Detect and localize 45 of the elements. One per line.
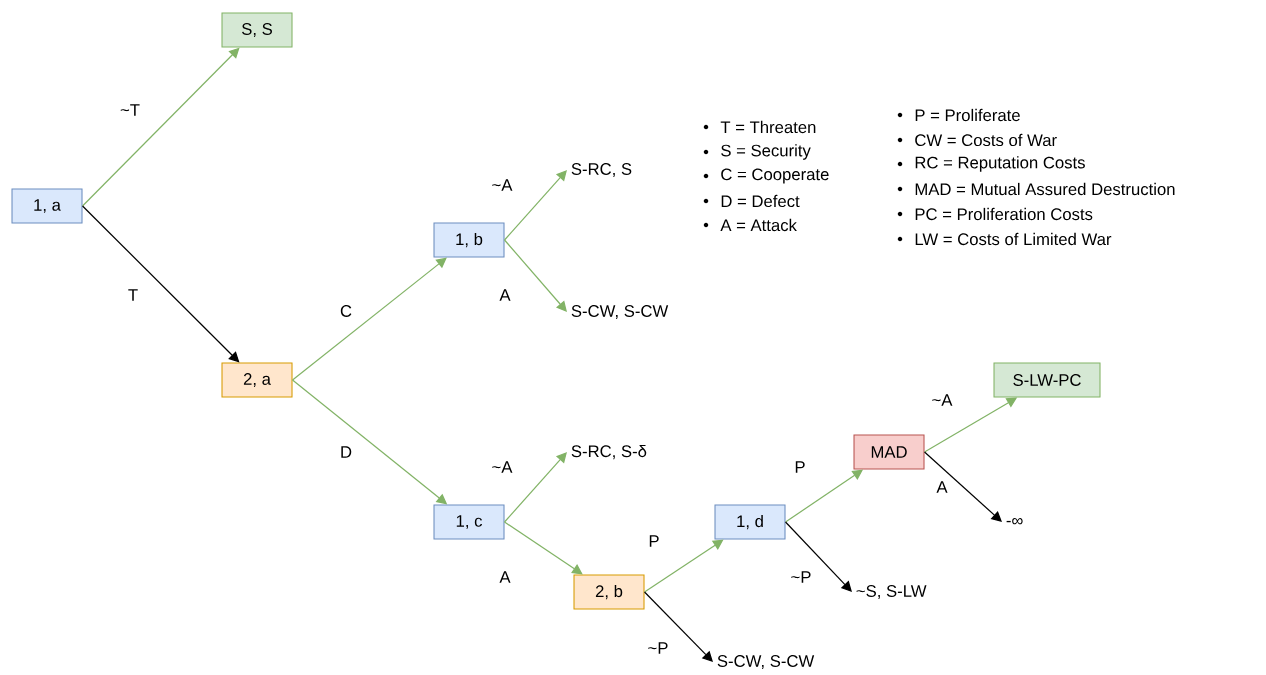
list-item: MAD = Mutual Assured Destruction: [897, 182, 1175, 196]
decision-box: MAD: [853, 434, 925, 470]
arrow: [923, 451, 1002, 522]
list-item: P = Proliferate: [897, 108, 1020, 122]
edge-label: ~P: [788, 569, 814, 585]
list-item: PC = Proliferation Costs: [897, 207, 1093, 221]
decision-box: 1, d: [714, 504, 786, 540]
arrow: [503, 452, 567, 523]
arrow: [503, 521, 583, 575]
payoff-text: S-RC, S: [571, 163, 632, 177]
list-item: T = Threaten: [703, 120, 816, 134]
list-item: CW = Costs of War: [897, 133, 1057, 147]
payoff-box: S-LW-PC: [993, 362, 1101, 398]
arrow: [291, 257, 447, 381]
edge-label: ~A: [489, 177, 515, 193]
edge-label: ~T: [118, 102, 142, 118]
edge-label: D: [338, 444, 354, 460]
payoff-text: S-CW, S-CW: [571, 305, 669, 319]
arrow: [784, 521, 852, 592]
decision-box: 1, b: [433, 222, 505, 258]
list-item: D = Defect: [703, 194, 800, 208]
arrow: [643, 539, 724, 593]
edge-label: C: [338, 303, 354, 319]
payoff-text: ~S, S-LW: [856, 585, 927, 599]
list-item: RC = Reputation Costs: [897, 156, 1085, 172]
edge-label: ~A: [929, 392, 955, 408]
arrow: [81, 205, 240, 363]
list-item: S = Security: [703, 144, 811, 160]
decision-box: 2, b: [573, 574, 645, 610]
decision-box: 1, a: [11, 188, 83, 224]
payoff-text: S-RC, S-δ: [571, 444, 647, 460]
decision-box: 1, c: [433, 504, 505, 540]
arrow: [503, 170, 567, 241]
decision-box: 2, a: [221, 362, 293, 398]
list-item: LW = Costs of Limited War: [897, 232, 1112, 246]
arrow: [503, 239, 567, 312]
arrow: [643, 591, 713, 662]
payoff-text: S-CW, S-CW: [717, 655, 815, 669]
arrow: [81, 47, 240, 207]
list-item: C = Cooperate: [703, 168, 829, 184]
list-item: A = Attack: [703, 218, 797, 232]
payoff-box: S, S: [221, 12, 293, 48]
edge-label: ~A: [489, 459, 515, 475]
payoff-text: -∞: [1006, 518, 1023, 525]
edge-label: T: [126, 287, 140, 303]
